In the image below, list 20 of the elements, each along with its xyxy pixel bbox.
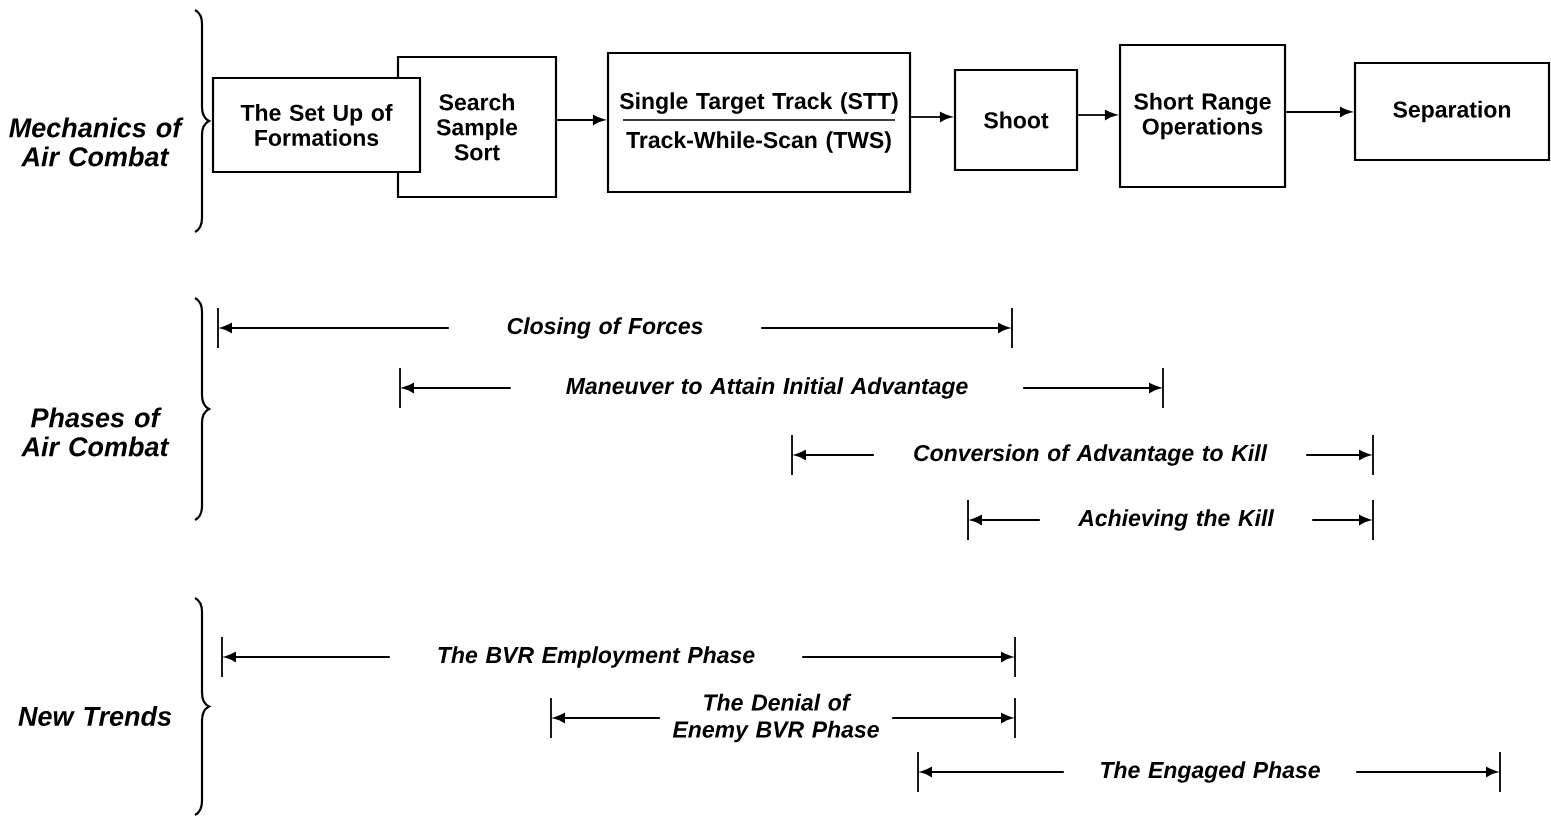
process-box: Single Target Track (STT) Track-While-Scan (TWS) — [606, 51, 912, 194]
arrow — [1077, 110, 1117, 120]
arrow — [556, 115, 605, 125]
process-box: Separation — [1353, 61, 1551, 162]
process-box: Shoot — [953, 68, 1079, 172]
process-box: Search Sample Sort — [396, 55, 558, 199]
process-box: Short Range Operations — [1118, 43, 1287, 189]
group-label: New Trends — [18, 706, 172, 726]
span-label: The Engaged Phase — [1101, 761, 1320, 783]
group-label: Phases of Air Combat — [20, 407, 170, 457]
arrow — [910, 112, 952, 122]
group-label: Mechanics of Air Combat — [9, 117, 184, 167]
span-label: Closing of Forces — [507, 317, 703, 339]
arrow — [1285, 107, 1352, 117]
span-label: Achieving the Kill — [1077, 509, 1275, 531]
span-label: The Denial of Enemy BVR Phase — [672, 693, 879, 743]
span-label: Conversion of Advantage to Kill — [914, 444, 1268, 466]
span-label: Maneuver to Attain Initial Advantage — [566, 377, 968, 399]
process-box: The Set Up of Formations — [211, 76, 422, 174]
span-label: The BVR Employment Phase — [438, 646, 755, 668]
